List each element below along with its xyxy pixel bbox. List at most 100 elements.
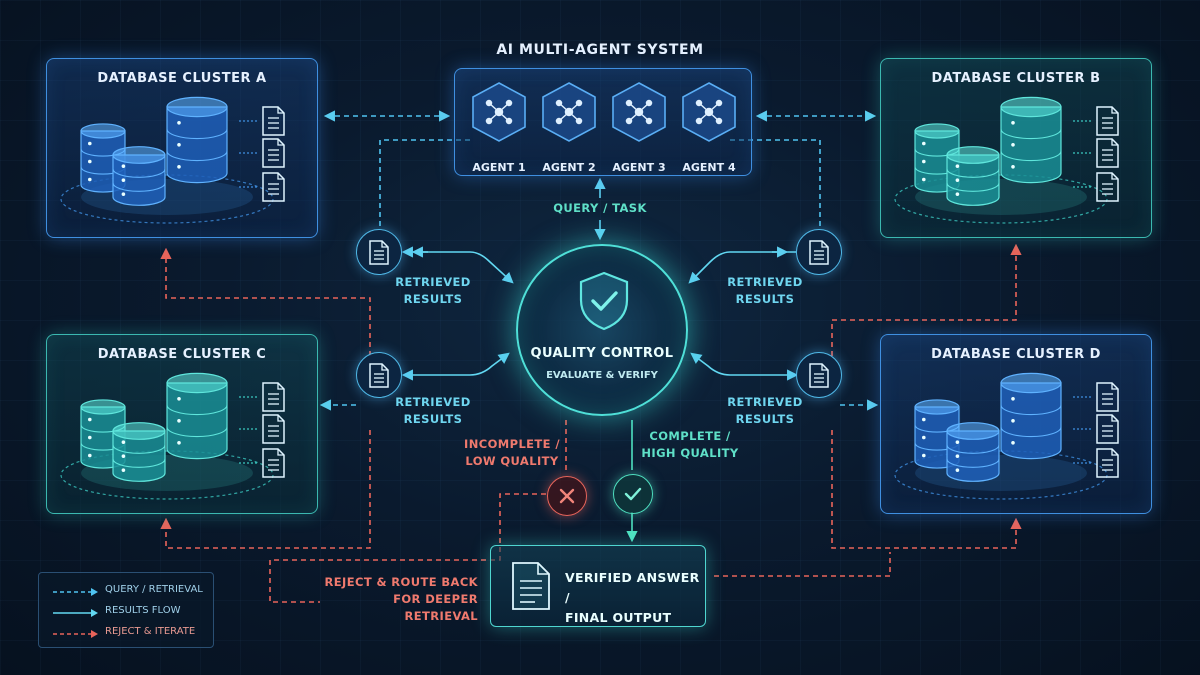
- legend-query-label: QUERY / RETRIEVAL: [105, 584, 203, 595]
- database-cylinder: [112, 422, 166, 482]
- document-icon: [1096, 414, 1119, 444]
- retrieved-results-label-right-bottom: RETRIEVED RESULTS: [724, 394, 806, 428]
- retrieved-doc-node-left-bottom[interactable]: [356, 352, 402, 398]
- reject-route-line-1: REJECT & ROUTE BACK: [324, 575, 478, 589]
- database-cylinder: [166, 96, 228, 184]
- network-node-icon: [542, 82, 596, 142]
- results-line: RESULTS: [735, 292, 795, 306]
- document-icon: [262, 172, 285, 202]
- retrieved-line: RETRIEVED: [727, 395, 803, 409]
- retrieved-doc-node-left-top[interactable]: [356, 229, 402, 275]
- solid-arrow-icon: [53, 609, 98, 617]
- legend-reject-label: REJECT & ITERATE: [105, 626, 196, 637]
- database-cylinder: [946, 422, 1000, 482]
- retrieved-results-label-left-bottom: RETRIEVED RESULTS: [392, 394, 474, 428]
- wire-doc-left-bottom-qc: [401, 352, 510, 381]
- reject-route-label: REJECT & ROUTE BACK FOR DEEPER RETRIEVAL: [318, 574, 478, 625]
- agent-1[interactable]: AGENT 1: [469, 81, 529, 174]
- document-icon: [262, 106, 285, 136]
- database-cylinder: [166, 372, 228, 460]
- legend-query: QUERY / RETRIEVAL: [51, 584, 203, 598]
- dashed-arrow-icon: [53, 588, 98, 596]
- wire-reject-route: [269, 493, 546, 603]
- document-icon: [809, 240, 829, 265]
- database-cluster-d[interactable]: DATABASE CLUSTER D: [880, 334, 1152, 514]
- cluster-title: DATABASE CLUSTER C: [97, 347, 267, 362]
- shield-check-icon: [579, 271, 629, 331]
- retrieved-line: RETRIEVED: [727, 275, 803, 289]
- results-line: RESULTS: [403, 292, 463, 306]
- legend-reject: REJECT & ITERATE: [51, 626, 195, 640]
- document-icon: [262, 382, 285, 412]
- wire-reject-to-d: [831, 430, 1022, 549]
- cluster-title: DATABASE CLUSTER D: [931, 347, 1101, 362]
- document-icon: [369, 363, 389, 388]
- agent-label: AGENT 4: [682, 161, 736, 174]
- complete-line-1: COMPLETE /: [649, 429, 731, 443]
- agents-panel: AGENT 1 AGENT 2 AGENT 3: [454, 68, 752, 176]
- cluster-title: DATABASE CLUSTER A: [97, 71, 267, 86]
- quality-control-subtitle: EVALUATE & VERIFY: [546, 370, 658, 381]
- database-cylinder: [1000, 372, 1062, 460]
- agent-3[interactable]: AGENT 3: [609, 81, 669, 174]
- wire-agents-doc-left: [379, 139, 470, 228]
- document-icon: [1096, 138, 1119, 168]
- incomplete-line-1: INCOMPLETE /: [464, 437, 560, 451]
- agent-2[interactable]: AGENT 2: [539, 81, 599, 174]
- retrieved-results-label-left-top: RETRIEVED RESULTS: [392, 274, 474, 308]
- document-icon: [1096, 106, 1119, 136]
- retrieved-results-label-right-top: RETRIEVED RESULTS: [724, 274, 806, 308]
- agent-4[interactable]: AGENT 4: [679, 81, 739, 174]
- final-output-line-2: FINAL OUTPUT: [565, 610, 672, 625]
- document-icon: [262, 448, 285, 478]
- final-output-line-1: VERIFIED ANSWER /: [565, 570, 700, 605]
- agent-label: AGENT 2: [542, 161, 596, 174]
- wire-final-to-right: [714, 552, 891, 577]
- database-cluster-b[interactable]: DATABASE CLUSTER B: [880, 58, 1152, 238]
- document-icon: [809, 363, 829, 388]
- wire-reject-to-c: [160, 430, 371, 549]
- database-cylinder: [112, 146, 166, 206]
- document-icon: [262, 414, 285, 444]
- document-icon: [1096, 172, 1119, 202]
- cluster-title: DATABASE CLUSTER B: [931, 71, 1101, 86]
- final-output-text: VERIFIED ANSWER / FINAL OUTPUT: [565, 568, 705, 628]
- network-node-icon: [682, 82, 736, 142]
- reject-status: [547, 476, 587, 516]
- database-stack-icon: [894, 96, 1119, 224]
- network-node-icon: [612, 82, 666, 142]
- incomplete-line-2: LOW QUALITY: [465, 454, 559, 468]
- retrieved-line: RETRIEVED: [395, 275, 471, 289]
- retrieved-doc-node-right-bottom[interactable]: [796, 352, 842, 398]
- document-icon: [1096, 448, 1119, 478]
- database-cluster-a[interactable]: DATABASE CLUSTER A: [46, 58, 318, 238]
- database-cylinder: [1000, 96, 1062, 184]
- quality-control-title: QUALITY CONTROL: [530, 346, 674, 361]
- legend-results: RESULTS FLOW: [51, 605, 181, 619]
- incomplete-label: INCOMPLETE / LOW QUALITY: [462, 436, 562, 470]
- query-task-label: QUERY / TASK: [553, 201, 647, 215]
- retrieved-line: RETRIEVED: [395, 395, 471, 409]
- wire-reject-to-a: [160, 247, 371, 320]
- document-icon: [369, 240, 389, 265]
- results-line: RESULTS: [735, 412, 795, 426]
- database-cluster-c[interactable]: DATABASE CLUSTER C: [46, 334, 318, 514]
- wire-doc-right-top-qc: [688, 251, 796, 284]
- red-dashed-arrow-icon: [53, 630, 98, 638]
- quality-control-hub[interactable]: QUALITY CONTROL EVALUATE & VERIFY: [516, 244, 688, 416]
- wire-reject-to-b: [831, 243, 1022, 356]
- database-cylinder: [946, 146, 1000, 206]
- check-circle-icon: [624, 487, 642, 501]
- results-line: RESULTS: [403, 412, 463, 426]
- accept-status: [613, 474, 653, 514]
- agent-label: AGENT 3: [612, 161, 666, 174]
- reject-route-line-2: FOR DEEPER RETRIEVAL: [393, 592, 478, 623]
- legend-results-label: RESULTS FLOW: [105, 605, 181, 616]
- legend: QUERY / RETRIEVAL RESULTS FLOW REJECT & …: [38, 572, 214, 648]
- wire-agents-doc-right: [730, 139, 821, 228]
- complete-label: COMPLETE / HIGH QUALITY: [640, 428, 740, 462]
- retrieved-doc-node-right-top[interactable]: [796, 229, 842, 275]
- final-output-box[interactable]: VERIFIED ANSWER / FINAL OUTPUT: [490, 545, 706, 627]
- complete-line-2: HIGH QUALITY: [641, 446, 739, 460]
